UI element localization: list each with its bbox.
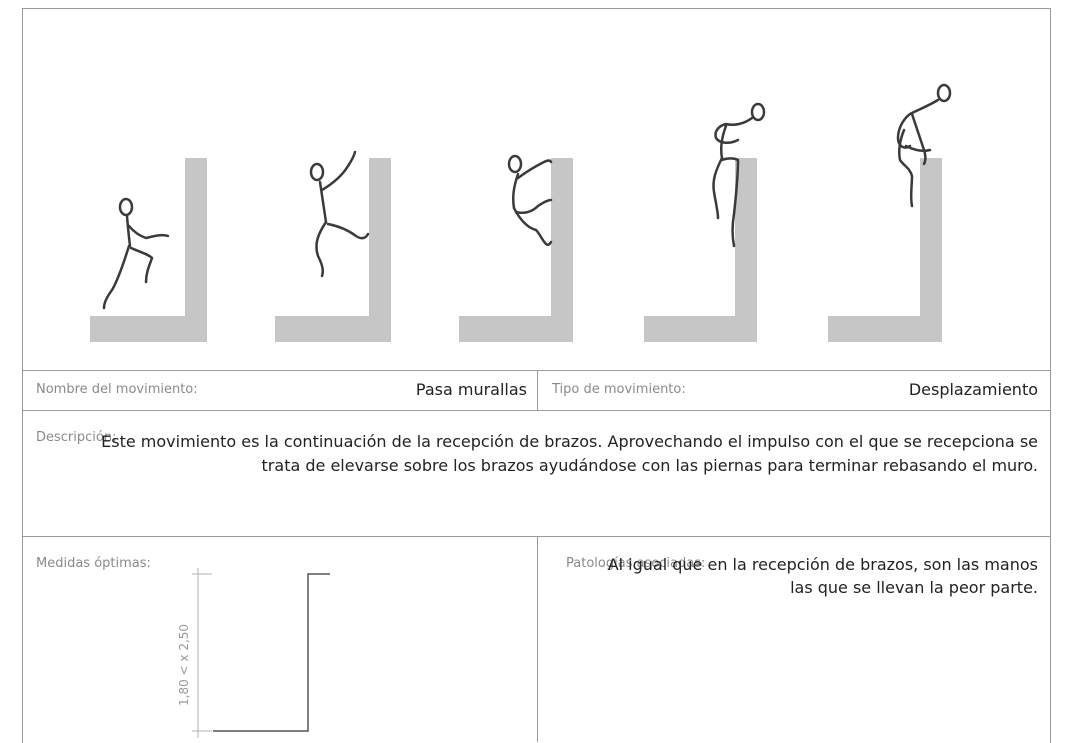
pathologies-text: Al igual que en la recepción de brazos, … bbox=[607, 555, 1038, 597]
wall-4 bbox=[644, 158, 757, 342]
movement-name-value: Pasa murallas bbox=[415, 380, 527, 399]
description-text: Este movimiento es la continuación de la… bbox=[101, 432, 1038, 475]
description-label: Descripción: bbox=[36, 430, 117, 445]
wall-5 bbox=[828, 158, 942, 342]
movement-type-value: Desplazamiento bbox=[908, 380, 1038, 399]
phase-1 bbox=[90, 158, 207, 342]
optimal-measures-diagram: 1,80 < x 2,50 bbox=[177, 568, 330, 738]
sheet-frame bbox=[22, 8, 1051, 743]
rule-description-bottom bbox=[22, 536, 1050, 537]
rule-name-row-bottom bbox=[22, 410, 1050, 411]
divider-name-type bbox=[537, 370, 538, 410]
rule-illustration-bottom bbox=[22, 370, 1050, 371]
wall-1 bbox=[90, 158, 207, 342]
phase-3 bbox=[459, 154, 573, 342]
phase-4 bbox=[644, 102, 766, 342]
measures-label: Medidas óptimas: bbox=[36, 556, 151, 571]
measure-dimension-text: 1,80 < x 2,50 bbox=[177, 624, 191, 706]
wall-3 bbox=[459, 158, 573, 342]
wall-2 bbox=[275, 158, 391, 342]
phase-2 bbox=[275, 150, 391, 342]
movement-sequence-illustration bbox=[90, 83, 952, 342]
pathologies-label: Patologías asociadas: bbox=[566, 556, 706, 571]
movement-type-label: Tipo de movimiento: bbox=[552, 382, 686, 397]
divider-measures-pathologies bbox=[537, 536, 538, 742]
movement-name-label: Nombre del movimiento: bbox=[36, 382, 198, 397]
phase-5 bbox=[828, 83, 952, 342]
